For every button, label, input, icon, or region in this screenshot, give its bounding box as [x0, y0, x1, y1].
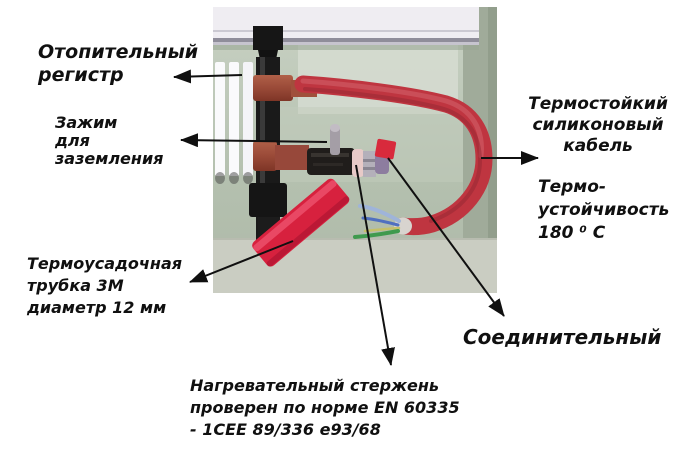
label-heating-rod-cert: Нагревательный стержень проверен по норм…	[190, 376, 460, 439]
ceramic-ring	[352, 149, 364, 177]
shelf-board	[213, 7, 479, 50]
label-heating-register: Отопительный регистр	[38, 41, 199, 86]
product-photo	[213, 7, 497, 293]
ground-clamp-pin	[330, 124, 340, 155]
label-connector: Соединительный	[463, 325, 662, 349]
label-heat-resistance: Термо- устойчивость 180 ⁰ С	[538, 177, 670, 243]
hex-nut	[363, 151, 376, 177]
label-silicone-cable: Термостойкий силиконовый кабель	[528, 94, 668, 156]
copper-tube-lower	[253, 141, 309, 171]
connector-cap	[374, 138, 397, 160]
heating-rod	[307, 148, 355, 175]
wall-right-edge	[488, 7, 497, 293]
label-ground-clamp: Зажим для заземления	[55, 113, 164, 168]
label-shrink-tube: Термоусадочная трубка 3М диаметр 12 мм	[27, 254, 183, 317]
radiator-fins	[215, 62, 253, 184]
